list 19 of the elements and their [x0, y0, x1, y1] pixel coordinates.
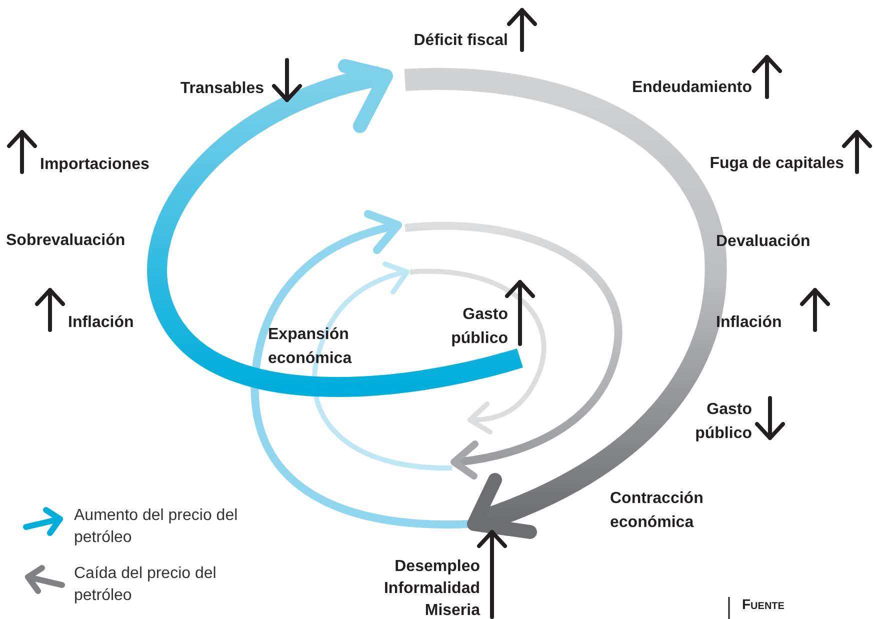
- factor-label: Importaciones: [40, 156, 150, 173]
- factor-label: Gasto público: [695, 401, 752, 442]
- factor-label: Gasto público: [451, 306, 508, 347]
- factor-label: Sobrevaluación: [6, 232, 126, 249]
- factor-label: Transables: [180, 80, 264, 97]
- source-heading: Fuente: [742, 596, 784, 612]
- factor-label: Déficit fiscal: [414, 32, 508, 49]
- factor-label: Endeudamiento: [632, 79, 752, 96]
- factor-label: Contracción económica: [610, 490, 704, 531]
- factor-label: Desempleo: [394, 558, 480, 575]
- factor-label: Fuga de capitales: [710, 155, 844, 172]
- factor-label: Miseria: [424, 602, 480, 619]
- legend-text: Caída del precio del petróleo: [74, 564, 218, 606]
- factor-label: Inflación: [716, 314, 782, 331]
- factor-label: Expansión económica: [268, 326, 352, 367]
- legend-text: Aumento del precio del petróleo: [74, 506, 239, 548]
- factor-label: Informalidad: [384, 580, 480, 597]
- factor-label: Inflación: [68, 314, 134, 331]
- factor-label: Devaluación: [716, 233, 810, 250]
